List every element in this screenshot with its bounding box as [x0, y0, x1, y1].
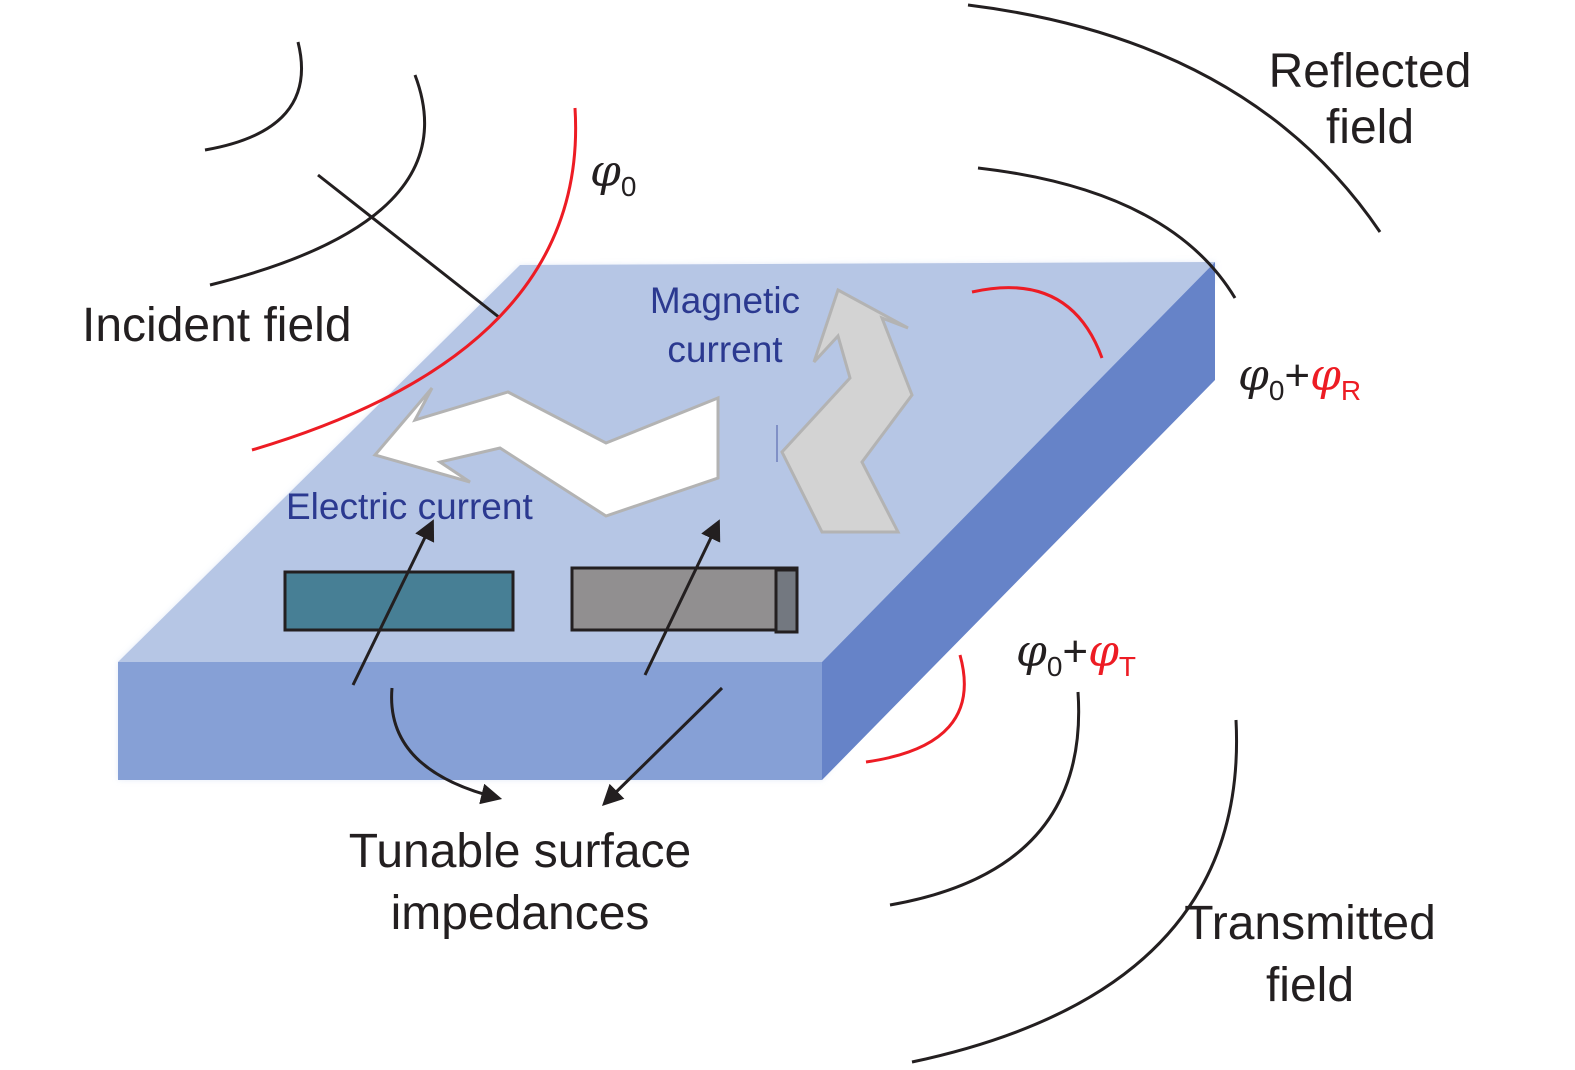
tuning-arrow-1	[351, 519, 435, 686]
tunable-label-line1: Tunable surface	[348, 825, 692, 878]
tuning-arrow-2	[643, 519, 721, 676]
magnetic-current-label-line1: Magnetic	[649, 280, 801, 321]
transmitted-wavefront-2	[911, 719, 1239, 1064]
transmitted-field-label-line1: Transmitted	[1184, 897, 1436, 950]
transmitted-phase-front	[865, 654, 966, 764]
slab-front-face	[118, 662, 822, 780]
tunable-label-line2: impedances	[390, 887, 650, 940]
incident-phase-front	[251, 107, 578, 452]
phi-base-subscript: 0	[1046, 651, 1063, 682]
phi-transmission-symbol: φ	[1088, 626, 1119, 677]
electric-current-arrow	[372, 387, 720, 518]
plus-sign: +	[1062, 627, 1089, 676]
phi-base-subscript: 0	[1268, 375, 1285, 406]
transmitted-field-label: Transmitted field	[1150, 900, 1470, 1010]
magnetic-current-label: Magnetic current	[620, 282, 830, 368]
plus-sign: +	[1284, 351, 1311, 400]
incident-wavefront-2	[209, 74, 426, 287]
magnetic-current-arrow	[780, 287, 914, 534]
pointer-arrow-left	[390, 687, 503, 805]
incident-direction-line	[317, 173, 501, 320]
transmitted-wavefronts	[889, 691, 1239, 1064]
phi-symbol: φ	[590, 146, 621, 197]
gray-impedance-element	[570, 566, 799, 634]
incident-field-label: Incident field	[82, 299, 352, 352]
reflected-wavefronts	[967, 3, 1382, 299]
phi-base-symbol: φ	[1016, 626, 1047, 677]
reflected-phase-label: φ0+φR	[1238, 351, 1361, 405]
incident-wavefronts	[204, 41, 501, 320]
electric-current-label: Electric current	[286, 486, 533, 527]
magnetic-current-label-line2: current	[667, 329, 783, 370]
teal-impedance-element	[283, 570, 515, 632]
transmitted-wavefront-1	[889, 691, 1081, 907]
reflected-phase-front	[971, 286, 1104, 359]
transmitted-field-label-line2: field	[1265, 959, 1355, 1012]
reflected-wavefront-2	[977, 166, 1237, 299]
tunable-surface-impedances-label: Tunable surface impedances	[290, 828, 750, 938]
phi-reflection-symbol: φ	[1310, 350, 1341, 401]
phi-subscript: 0	[620, 171, 637, 202]
incident-phase-label: φ0	[590, 150, 636, 201]
pointer-arrow-right	[602, 686, 724, 806]
phi-transmission-subscript: T	[1118, 651, 1137, 682]
transmitted-phase-label: φ0+φT	[1016, 627, 1136, 681]
phi-reflection-subscript: R	[1340, 375, 1362, 406]
phi-base-symbol: φ	[1238, 350, 1269, 401]
reflected-field-label: Reflected field	[1240, 48, 1500, 152]
incident-wavefront-1	[204, 41, 303, 152]
reflected-field-label-line2: field	[1325, 101, 1415, 154]
reflected-field-label-line1: Reflected	[1268, 45, 1472, 98]
reflected-wavefront-1	[967, 3, 1382, 233]
slab-side-face	[822, 262, 1215, 780]
